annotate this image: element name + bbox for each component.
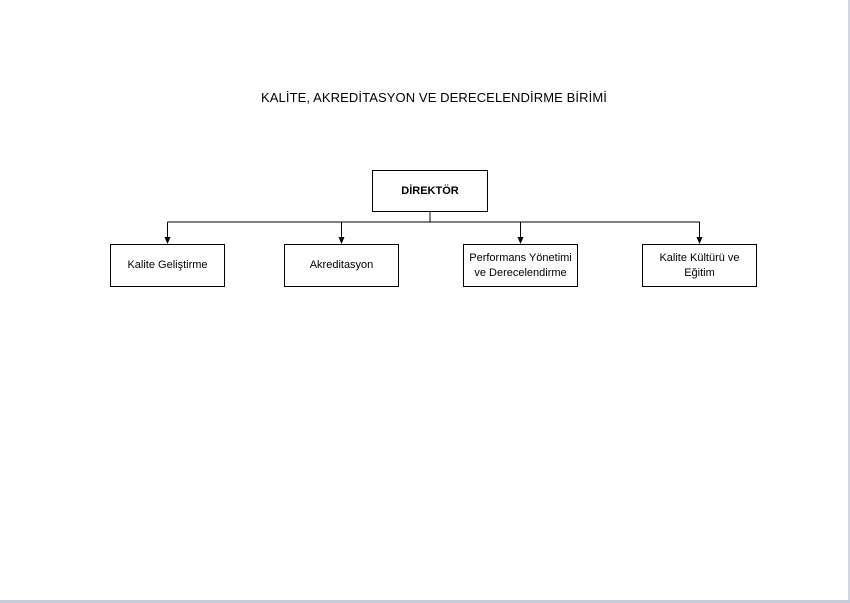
director-box: DİREKTÖR xyxy=(372,170,488,212)
unit-box-akreditasyon: Akreditasyon xyxy=(284,244,399,287)
director-label: DİREKTÖR xyxy=(401,184,459,197)
unit-box-kalite-gelistirme: Kalite Geliştirme xyxy=(110,244,225,287)
arrowhead-4 xyxy=(696,237,703,244)
page-right-border xyxy=(848,0,850,603)
page-bottom-border xyxy=(0,600,850,603)
arrowhead-3 xyxy=(517,237,524,244)
chart-title: KALİTE, AKREDİTASYON VE DERECELENDİRME B… xyxy=(261,90,607,105)
unit-label: Akreditasyon xyxy=(309,259,374,271)
unit-label: Kalite Geliştirme xyxy=(127,259,208,271)
unit-label: Kalite Kültürü ve Eğitim xyxy=(659,251,740,279)
arrowhead-2 xyxy=(338,237,345,244)
arrowhead-1 xyxy=(164,237,171,244)
unit-label: Performans Yönetimi ve Derecelendirme xyxy=(469,251,572,279)
unit-box-performans-yonetimi: Performans Yönetimi ve Derecelendirme xyxy=(463,244,578,287)
unit-box-kalite-kulturu: Kalite Kültürü ve Eğitim xyxy=(642,244,757,287)
